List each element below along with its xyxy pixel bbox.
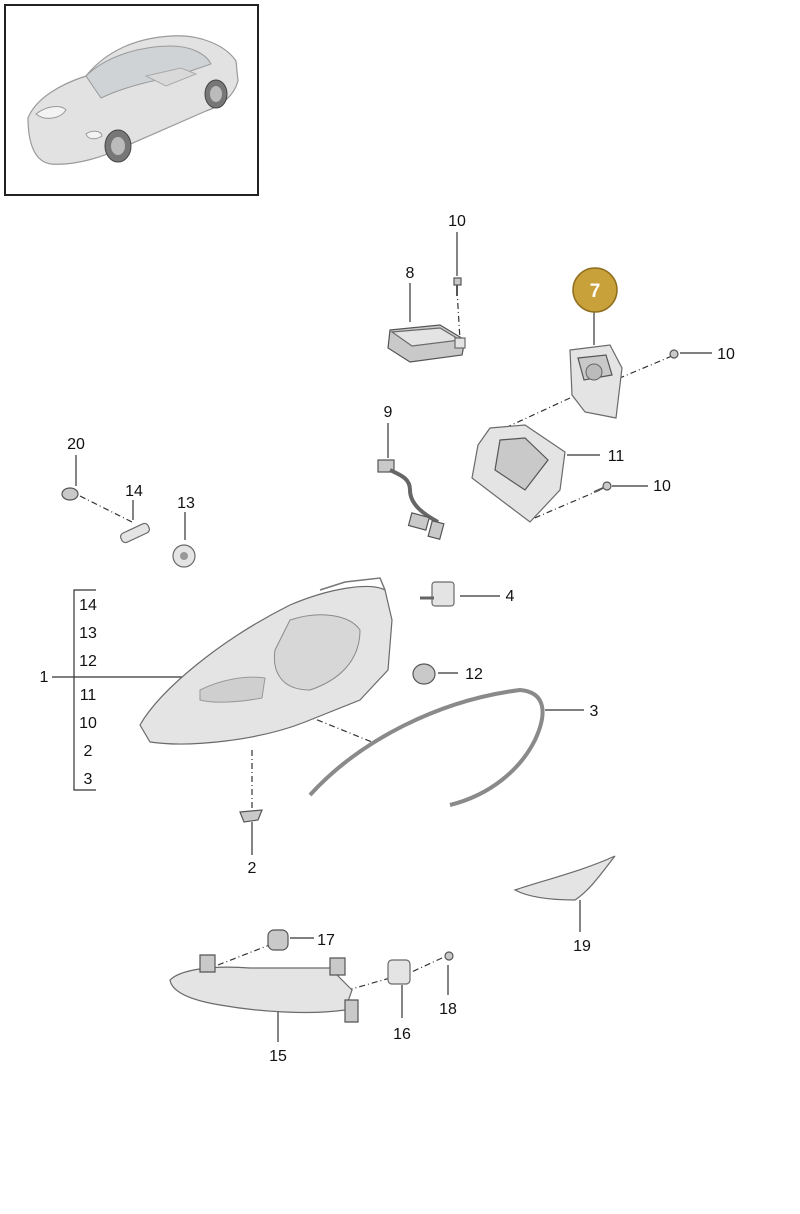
part-4-socket [420,581,455,607]
part-8-control-unit [387,324,466,363]
callout-label-4: 4 [506,588,515,605]
part-2-adjuster [239,809,263,823]
assembly-line [304,714,373,743]
part-17-bushing [267,929,289,951]
callout-label-10: 10 [653,478,671,495]
part-3-seal [308,687,545,807]
part-19-trim [513,855,616,901]
part-9-wiring-harness [377,459,445,541]
bracket-item: 12 [79,653,97,670]
part-16-socket [387,959,411,985]
highlight-circle-7[interactable] [572,267,618,313]
callout-label-19: 19 [573,938,591,955]
car-illustration [27,35,239,165]
assembly-line [347,977,391,991]
callout-7-label[interactable]: 7 [590,281,601,302]
assembly-line [217,943,273,966]
callout-label-9: 9 [384,404,393,421]
part-7-module [569,344,623,419]
part-15-fog-light [169,954,359,1023]
bracket-item: 13 [79,625,97,642]
part-14-clip [120,522,150,544]
callout-label-13: 13 [177,495,195,512]
part-13-grommet [172,544,196,568]
assembly-line [456,289,461,341]
vehicle-thumbnail [4,4,259,196]
part-12-cap [412,663,436,685]
part-11-housing [471,424,566,523]
bracket-item: 11 [80,687,97,704]
callout-label-15: 15 [269,1048,287,1065]
bracket-item: 14 [79,597,97,614]
callout-label-11: 11 [608,448,625,465]
part-20-cap [61,487,79,501]
part-18-screw [444,951,454,961]
assembly-line [614,355,673,381]
assembly-line [79,495,133,523]
callout-label-12: 12 [465,666,483,683]
bracket-item: 10 [79,715,97,732]
bracket-item: 3 [84,771,93,788]
callout-label-3: 3 [590,703,599,720]
callout-label-1: 1 [40,669,49,686]
assembly-line [504,397,571,429]
callout-label-8: 8 [406,265,415,282]
bracket-item: 2 [84,743,93,760]
part-10-screw [453,277,462,296]
callout-label-20: 20 [67,436,85,453]
callout-label-2: 2 [248,860,257,877]
part-10-screw [593,481,612,493]
part-1-headlight [139,577,393,745]
callout-label-16: 16 [393,1026,411,1043]
callout-label-17: 17 [317,932,335,949]
callout-label-14: 14 [125,483,143,500]
callout-label-18: 18 [439,1001,457,1018]
callout-label-10: 10 [717,346,735,363]
part-10-screw [669,349,679,359]
callout-label-10: 10 [448,213,466,230]
bracket-group-1 [73,589,96,791]
